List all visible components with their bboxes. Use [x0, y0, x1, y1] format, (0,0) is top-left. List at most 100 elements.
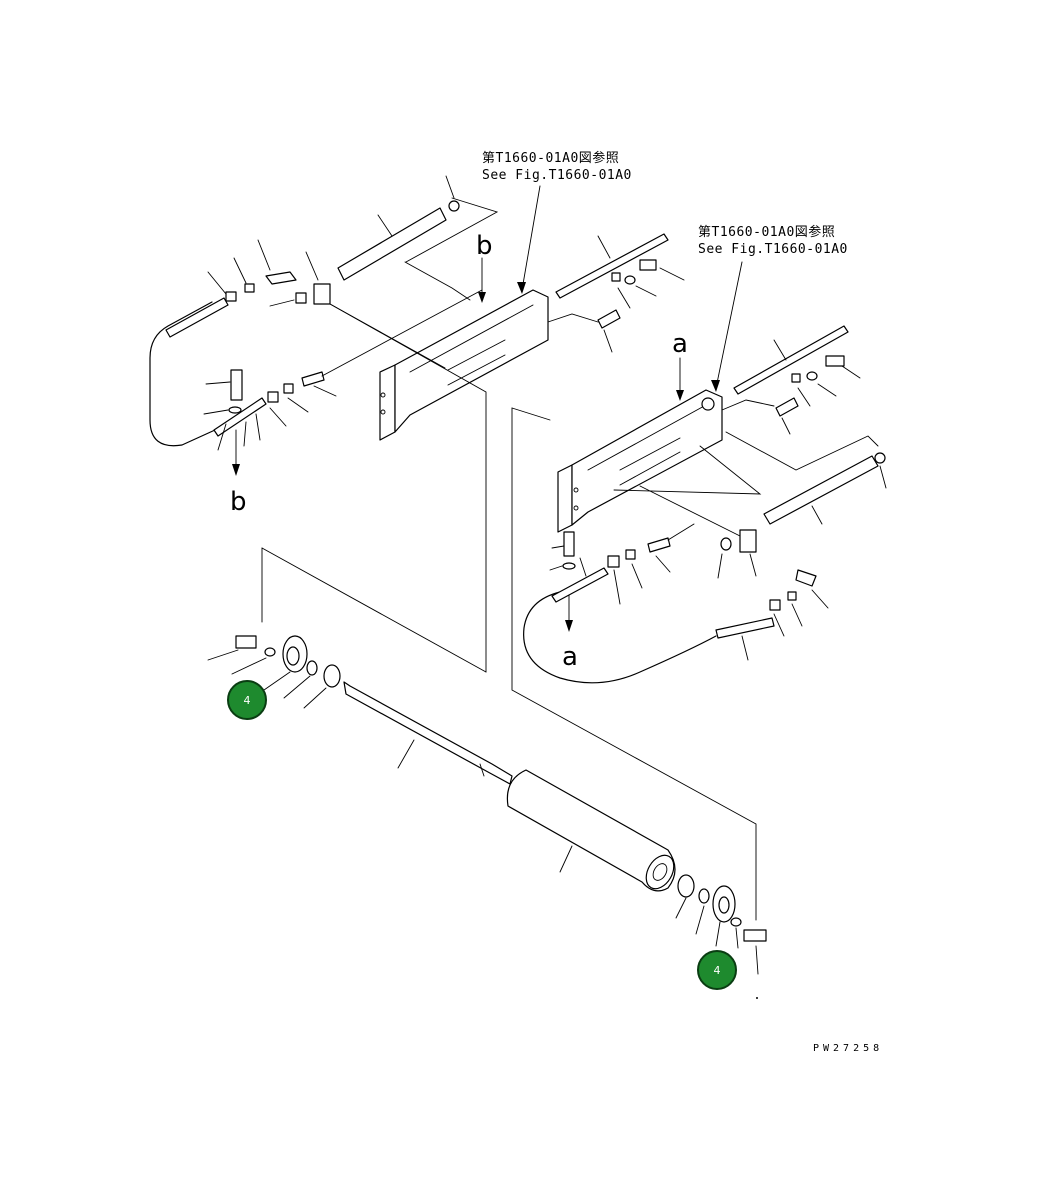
right-nut-4 — [625, 549, 636, 560]
upper-leader-4 — [269, 299, 295, 307]
upper-panel-edge — [404, 261, 471, 301]
right-leader-12 — [549, 565, 563, 571]
upper-leader-15 — [635, 285, 657, 297]
right-leader-b — [695, 905, 705, 935]
right-leader-c — [715, 921, 721, 947]
right-fitting-nut — [769, 599, 781, 611]
upper-leader-6 — [205, 381, 231, 385]
right-assembly — [511, 325, 887, 921]
left-flange-hole — [286, 646, 300, 666]
right-link-line — [511, 407, 757, 921]
roller-drum-bore — [652, 863, 668, 881]
right-flange-washer — [730, 917, 742, 927]
left-flange-bolt — [235, 635, 257, 649]
upper-leader-1 — [207, 271, 227, 295]
view-a-top-arrowhead — [676, 390, 684, 401]
right-threaded-rod — [733, 325, 849, 395]
right-grease-hose — [523, 575, 717, 684]
reference-upper-leader — [521, 185, 541, 291]
right-leader-7 — [811, 589, 829, 609]
upper-clamp-ring — [448, 200, 460, 212]
right-leader-15 — [631, 563, 643, 589]
upper-left-assembly — [149, 175, 685, 673]
right-leader-11 — [551, 545, 565, 549]
upper-hose-leader — [377, 214, 393, 237]
stray-dot — [756, 997, 758, 999]
view-a-lower: a — [562, 591, 578, 672]
upper-bracket-plate — [379, 364, 396, 441]
upper-leader-5 — [305, 251, 319, 281]
upper-fitting-nut-2 — [295, 292, 307, 304]
right-bracket-slot — [619, 437, 681, 471]
upper-bracket-frame — [394, 289, 549, 433]
right-panel-edge — [613, 445, 762, 495]
reference-upper-arrowhead — [517, 282, 526, 294]
upper-rod-bolt — [639, 259, 657, 271]
right-leader-1 — [797, 387, 811, 407]
right-bolt — [563, 531, 575, 557]
roller-frame-top — [261, 547, 487, 673]
right-rod-nut — [791, 373, 801, 383]
view-b-bottom-arrowhead — [232, 464, 240, 476]
drum-leader — [559, 845, 573, 873]
reference-upper-en: See Fig.T1660-01A0 — [482, 168, 632, 183]
upper-leader-10 — [255, 413, 261, 441]
upper-fitting-nut — [225, 291, 237, 302]
upper-grease-pipe — [213, 397, 267, 437]
badge-right-label: 4 — [714, 964, 721, 977]
right-nut-3 — [607, 555, 620, 568]
upper-leader-3 — [257, 239, 271, 271]
right-nipple-line — [667, 523, 695, 541]
left-snap-ring — [306, 660, 318, 676]
right-rod-washer — [806, 371, 818, 381]
left-bearing — [323, 664, 341, 688]
right-leader-9 — [791, 603, 803, 627]
upper-leader-12 — [287, 397, 309, 413]
upper-leader-14 — [617, 287, 631, 309]
view-b-upper: b — [476, 231, 493, 303]
left-leader-1 — [207, 649, 239, 661]
upper-fitting-adapter — [244, 283, 255, 293]
right-leader-8 — [773, 613, 785, 637]
reference-right-jp: 第T1660-01A0図参照 — [698, 224, 835, 240]
right-bracket-hole-2 — [573, 505, 579, 511]
right-leader-2 — [817, 383, 837, 397]
right-leader-3 — [841, 365, 861, 379]
right-clamp-leader — [879, 465, 887, 489]
right-clamp-ring — [874, 452, 886, 464]
upper-leader-16 — [659, 267, 685, 281]
upper-grease-nipple — [301, 371, 325, 387]
upper-nut-3 — [267, 391, 279, 403]
roller-shaft — [343, 681, 513, 785]
upper-bracket-slot-2 — [447, 354, 506, 386]
right-hose-clamp-block — [739, 529, 757, 553]
upper-leader-8 — [217, 423, 227, 451]
upper-nut-4 — [283, 383, 294, 394]
right-bracket-slot-2 — [619, 451, 681, 486]
badge-left: 4 — [227, 680, 267, 720]
left-leader-4 — [283, 675, 311, 699]
right-leader-a — [675, 897, 687, 919]
right-grease-nipple — [647, 537, 671, 553]
upper-leader-7 — [203, 409, 229, 415]
reference-right-arrowhead — [711, 380, 720, 392]
right-clamp-line — [639, 485, 741, 537]
upper-leader-2 — [233, 257, 247, 284]
upper-hose-clamp-block — [313, 283, 331, 305]
drawing-code: PW27258 — [813, 1043, 883, 1054]
reference-upper-jp: 第T1660-01A0図参照 — [482, 150, 619, 166]
upper-hose-sleeve — [337, 207, 447, 281]
right-snap-ring — [698, 888, 710, 904]
view-a-bottom-arrowhead — [565, 620, 573, 632]
upper-grease-hose — [149, 301, 216, 447]
upper-bolt — [230, 369, 243, 401]
left-leader-2 — [231, 657, 267, 675]
right-rod-bolt — [825, 355, 845, 367]
roller-shaft-step — [479, 763, 485, 777]
upper-leader-9 — [243, 421, 247, 447]
upper-bracket-hole — [380, 392, 386, 398]
left-leader-3 — [263, 671, 291, 691]
right-hose-sleeve — [763, 455, 879, 525]
right-rod-leader — [773, 339, 787, 361]
reference-right-leader — [715, 261, 743, 389]
